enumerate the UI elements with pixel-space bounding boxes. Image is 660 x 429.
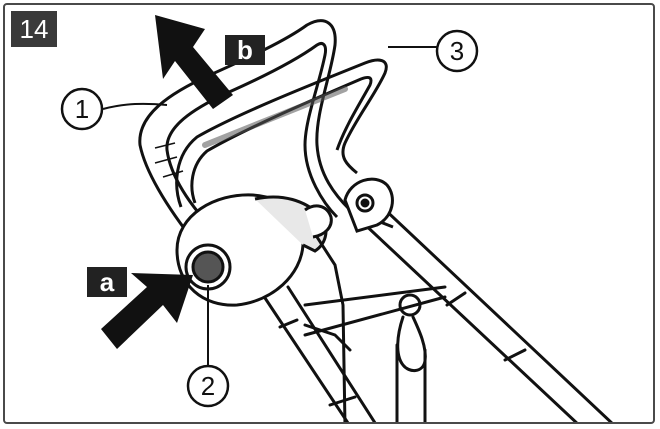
figure-frame: 14 <box>3 3 655 424</box>
callout-2: 2 <box>186 364 230 408</box>
switch-housing <box>175 193 333 307</box>
figure-number-badge: 14 <box>11 11 57 47</box>
step-tag-b-label: b <box>237 35 253 65</box>
callout-1: 1 <box>60 87 104 131</box>
callout-1-label: 1 <box>75 94 89 124</box>
callout-2-label: 2 <box>201 371 215 401</box>
step-tag-b: b <box>225 35 265 65</box>
cable-clip <box>343 177 394 233</box>
direction-arrow-b <box>155 15 233 109</box>
leader-lines <box>102 46 437 367</box>
hanging-cable <box>303 235 447 422</box>
mower-handle-illustration: b a 1 2 3 <box>60 15 613 422</box>
callout-3-label: 3 <box>450 36 464 66</box>
lower-handle-bars <box>261 203 613 422</box>
cable-bar <box>175 58 388 208</box>
step-tag-a: a <box>87 267 127 297</box>
direction-arrow-a <box>101 273 193 349</box>
upper-handle <box>138 19 394 246</box>
callout-3: 3 <box>435 29 479 73</box>
step-tag-a-label: a <box>100 267 115 297</box>
